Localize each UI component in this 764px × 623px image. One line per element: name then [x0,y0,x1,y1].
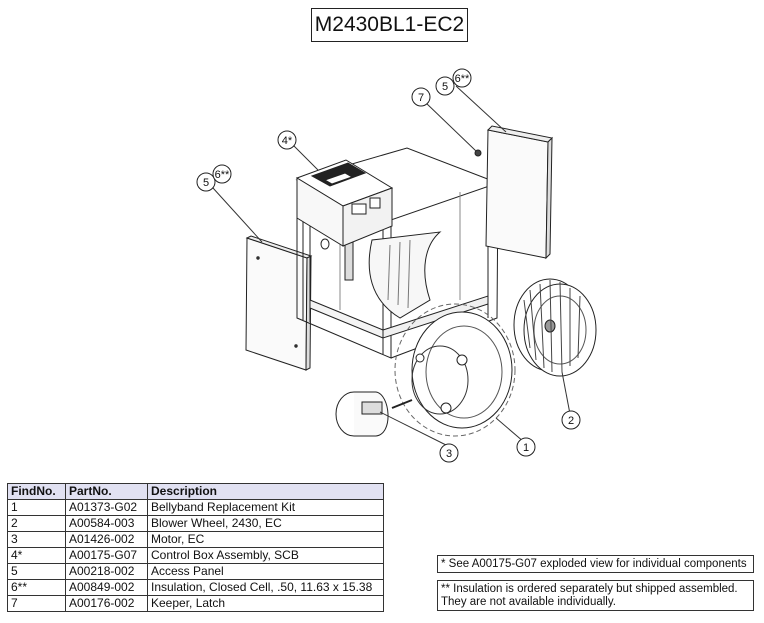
callout-motor-3: 3 [439,443,459,463]
note-control-box-text: * See A00175-G07 exploded view for indiv… [441,558,747,570]
bellyband-ring [394,303,516,437]
callout-label: 4* [282,135,293,147]
cell-description: Keeper, Latch [147,595,384,612]
cell-findno: 2 [7,515,66,532]
callout-label: 1 [523,442,529,454]
callout-label: 5 [203,177,209,189]
cell-findno: 7 [7,595,66,612]
table-row: 6** A00849-002 Insulation, Closed Cell, … [7,579,384,596]
control-box [295,159,394,247]
callout-panel-left-5: 5 [196,172,216,192]
cell-findno: 4* [7,547,66,564]
cell-description: Control Box Assembly, SCB [147,547,384,564]
cell-description: Blower Wheel, 2430, EC [147,515,384,532]
leader-lines [212,85,571,447]
callout-label: 5 [442,81,448,93]
callout-label: 7 [418,92,424,104]
table-header-row: FindNo. PartNo. Description [7,483,384,500]
left-access-panel [245,235,313,371]
callout-control-box-4: 4* [277,130,297,150]
callout-bellyband-1: 1 [516,437,536,457]
callout-label: 6** [215,169,230,181]
cell-description: Access Panel [147,563,384,580]
cell-partno: A00175-G07 [65,547,148,564]
callout-blower-2: 2 [561,410,581,430]
note-insulation-line2: They are not available individually. [441,596,616,608]
table-row: 2 A00584-003 Blower Wheel, 2430, EC [7,515,384,532]
callout-label: 3 [446,448,452,460]
table-row: 5 A00218-002 Access Panel [7,563,384,580]
cell-partno: A00584-003 [65,515,148,532]
cell-findno: 6** [7,579,66,596]
blower-wheel [513,278,597,377]
cell-partno: A00849-002 [65,579,148,596]
table-row: 3 A01426-002 Motor, EC [7,531,384,548]
note-control-box: * See A00175-G07 exploded view for indiv… [437,555,754,573]
callout-label: 6** [455,73,470,85]
callout-latch-7: 7 [411,87,431,107]
note-insulation: ** Insulation is ordered separately but … [437,580,754,611]
table-row: 1 A01373-G02 Bellyband Replacement Kit [7,499,384,516]
callout-panel-left-6: 6** [212,164,232,184]
motor [335,391,413,437]
diagram-title: M2430BL1-EC2 [311,8,468,42]
header-partno: PartNo. [65,483,148,500]
header-findno: FindNo. [7,483,66,500]
cell-partno: A00176-002 [65,595,148,612]
exploded-view-diagram: 5 6** 4* 7 5 6** 2 1 3 [196,68,597,463]
cell-findno: 3 [7,531,66,548]
cell-description: Motor, EC [147,531,384,548]
cell-findno: 5 [7,563,66,580]
cell-description: Insulation, Closed Cell, .50, 11.63 x 15… [147,579,384,596]
callout-panel-right-6: 6** [452,68,472,88]
right-access-panel [474,125,554,260]
cell-partno: A00218-002 [65,563,148,580]
note-insulation-line1: ** Insulation is ordered separately but … [441,583,738,595]
cell-findno: 1 [7,499,66,516]
table-row: 7 A00176-002 Keeper, Latch [7,595,384,612]
diagram-title-text: M2430BL1-EC2 [314,13,465,36]
cell-partno: A01373-G02 [65,499,148,516]
table-row: 4* A00175-G07 Control Box Assembly, SCB [7,547,384,564]
callout-panel-right-5: 5 [435,76,455,96]
cell-partno: A01426-002 [65,531,148,548]
callout-label: 2 [568,415,574,427]
parts-table: FindNo. PartNo. Description 1 A01373-G02… [7,483,384,612]
cabinet-housing [295,147,500,359]
header-description: Description [147,483,384,500]
cell-description: Bellyband Replacement Kit [147,499,384,516]
